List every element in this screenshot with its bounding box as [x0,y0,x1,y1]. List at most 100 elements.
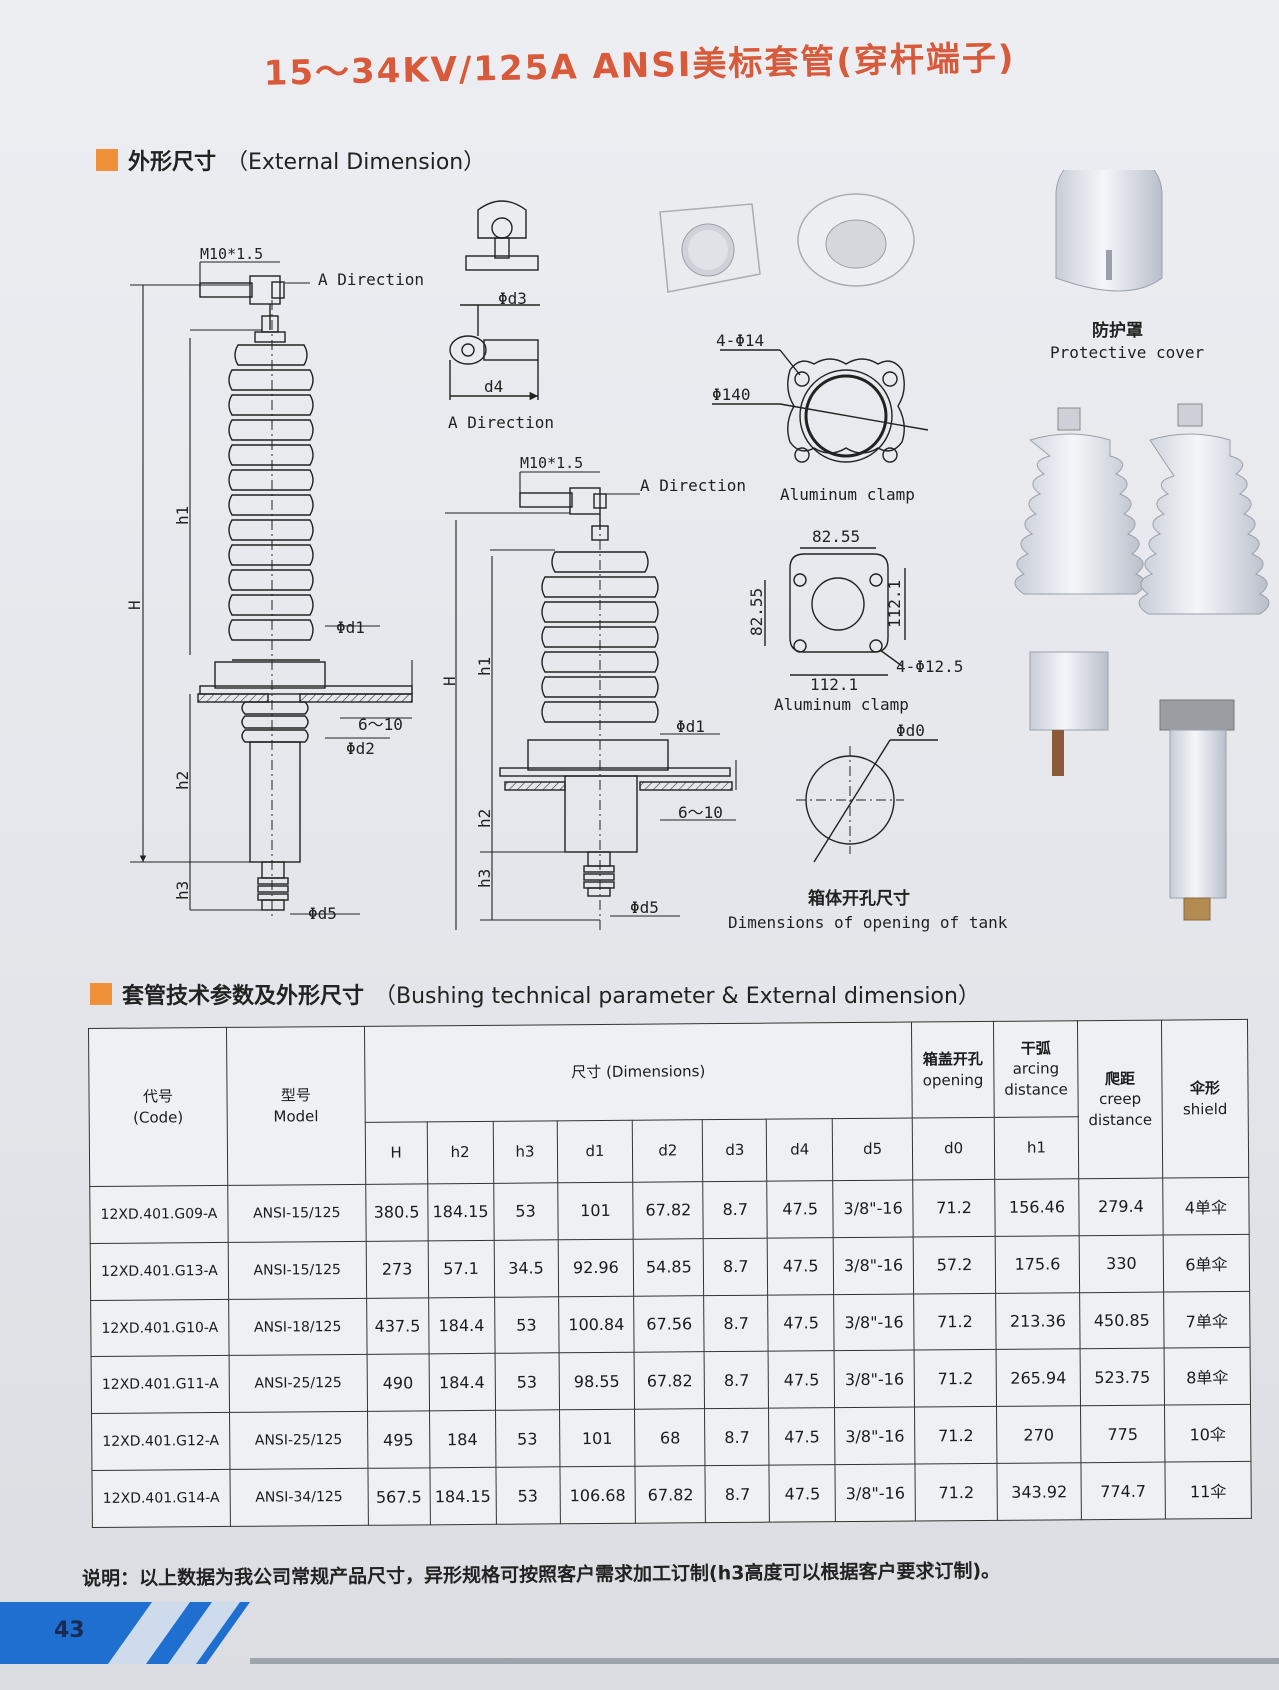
table-cell: 775 [1080,1405,1165,1463]
table-cell: 184.4 [428,1353,496,1412]
header-opening-en: opening [922,1070,984,1089]
subheader-cell: d3 [702,1119,768,1182]
table-cell: 71.2 [914,1349,997,1408]
subheader-cell: H [364,1121,428,1185]
table-cell: 54.85 [633,1238,705,1296]
label-h3-small: h3 [475,869,494,888]
header-opening: 箱盖开孔 opening [911,1021,995,1119]
table-cell: 67.56 [634,1295,705,1353]
subheader-cell: d0 [912,1117,995,1181]
table-cell: 184.15 [427,1183,494,1241]
table-cell: 68 [634,1408,706,1467]
table-cell: 450.85 [1079,1291,1165,1350]
table-cell: 53 [493,1182,558,1241]
subheader-cell: d4 [766,1118,833,1182]
section-marker [96,149,118,171]
table-cell: 34.5 [493,1239,559,1297]
table-cell: 7单伞 [1163,1291,1251,1349]
label-phi-d3: Φd3 [498,289,527,308]
flange-photo-round [797,193,915,287]
table-cell: 12XD.401.G12-A [91,1412,230,1471]
table-cell: 11伞 [1164,1461,1252,1520]
header-model-en: Model [273,1106,319,1126]
table-cell: 273 [365,1240,429,1298]
bushing-photo-left [1014,407,1146,776]
header-opening-cn: 箱盖开孔 [922,1050,983,1069]
table-cell: 8.7 [703,1237,768,1296]
label-phi-d1-large: Φd1 [336,618,365,637]
table-cell: 47.5 [769,1464,836,1523]
table-cell: ANSI-18/125 [228,1297,367,1356]
label-8255-top: 82.55 [812,527,860,546]
tank-opening-drawing [796,739,938,863]
section-external-dimension: 外形尺寸 （External Dimension） [96,144,485,176]
section-bushing-parameters: 套管技术参数及外形尺寸 （Bushing technical parameter… [90,978,980,1010]
table-cell: 10伞 [1164,1404,1251,1463]
header-arcing: 干弧 arcing distance [993,1020,1079,1118]
table-cell: 98.55 [558,1352,635,1411]
table-cell: 47.5 [767,1180,834,1238]
table-cell: 67.82 [634,1352,705,1410]
subheader-cell: h1 [994,1116,1079,1180]
table-cell: 71.2 [914,1406,998,1465]
table-cell: 71.2 [913,1293,997,1351]
page-number: 43 [54,1618,85,1643]
protective-cover-photo [1055,170,1163,292]
label-m10-large: M10*1.5 [200,245,263,263]
table-cell: 100.84 [558,1295,635,1354]
table-cell: 12XD.401.G11-A [91,1355,230,1414]
table-cell: 6单伞 [1163,1234,1250,1292]
table-cell: 12XD.401.G14-A [91,1469,231,1528]
table-cell: ANSI-15/125 [227,1184,366,1243]
table-cell: 71.2 [915,1463,998,1522]
header-arcing-cn: 干弧 [1020,1039,1051,1058]
header-code: 代号 (Code) [88,1027,228,1187]
table-cell: 8.7 [704,1294,769,1353]
table-cell: 184 [429,1410,496,1468]
table-cell: 12XD.401.G13-A [90,1242,229,1301]
table-cell: 53 [495,1410,560,1468]
label-1121-side: 112.1 [885,580,904,628]
label-8255-side: 82.55 [747,588,766,636]
clamp-drawing-round [712,349,929,463]
table-cell: 184.4 [428,1296,495,1355]
label-m10-small: M10*1.5 [520,454,583,472]
dimension-lines-large [130,261,413,915]
table-cell: 437.5 [366,1297,429,1355]
table-cell: 12XD.401.G09-A [89,1185,229,1244]
label-a-direction-large: A Direction [318,270,424,289]
table-cell: 330 [1079,1234,1164,1293]
header-model-cn: 型号 [280,1086,311,1105]
table-cell: 3/8"-16 [834,1407,916,1465]
bushing-drawing-large [197,275,413,920]
table-cell: 67.82 [635,1465,706,1524]
table-cell: 47.5 [767,1237,834,1295]
table-cell: 3/8"-16 [833,1236,914,1295]
table-cell: 270 [996,1406,1081,1464]
section-title-en: （Bushing technical parameter & External … [374,984,980,1009]
subheader-cell: d1 [556,1120,634,1183]
header-model: 型号 Model [226,1026,366,1186]
section-marker [90,983,112,1005]
table-cell: 4单伞 [1162,1177,1250,1235]
table-cell: 175.6 [995,1235,1080,1294]
bushing-photo-right [1138,403,1270,921]
table-cell: 380.5 [365,1183,428,1242]
table-cell: 279.4 [1078,1178,1164,1236]
label-aluminum-clamp-round: Aluminum clamp [780,485,915,504]
table-cell: ANSI-25/125 [229,1411,368,1470]
table-cell: 12XD.401.G10-A [90,1299,230,1357]
table-cell: 490 [366,1354,430,1412]
table-cell: 101 [557,1182,634,1240]
footer-bar [0,1602,1279,1664]
header-arcing-en: arcing distance [1004,1059,1068,1099]
table-cell: 8.7 [703,1181,768,1239]
label-h2-small: h2 [475,809,494,828]
table-cell: 343.92 [997,1462,1082,1521]
header-code-en: (Code) [133,1107,184,1127]
